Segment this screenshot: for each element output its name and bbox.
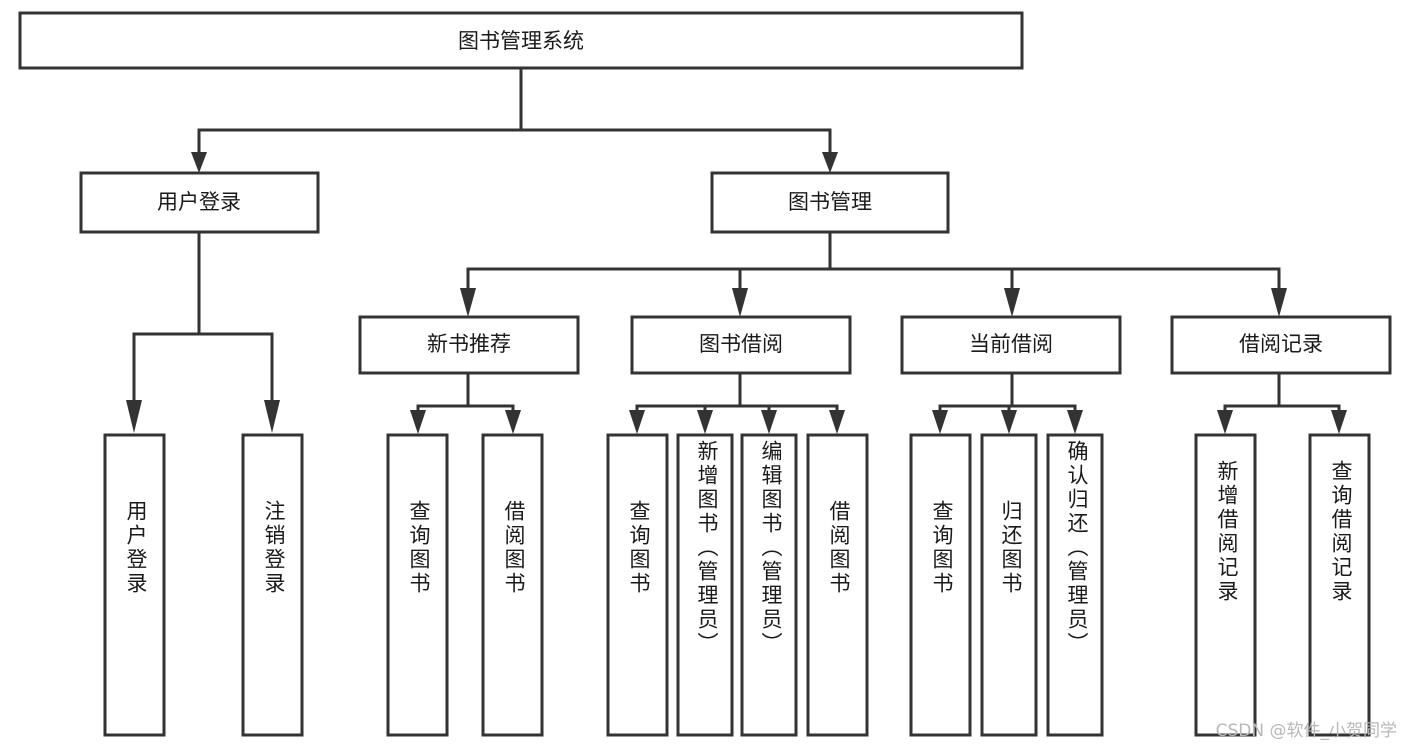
node-current-borrow-box[interactable] [900, 315, 1122, 375]
node-user-login-box[interactable] [79, 171, 320, 234]
leaf-return-book[interactable]: 归还图书 [980, 433, 1038, 737]
leaf-borrow-book-2[interactable]: 借阅图书 [806, 433, 869, 737]
node-root-label: 图书管理系统 [458, 29, 584, 53]
node-borrow-record[interactable]: 借阅记录 [1170, 315, 1392, 375]
arrowhead-leaf-edit-book [761, 410, 777, 434]
leaf-add-book-box[interactable] [676, 433, 734, 737]
leaf-edit-book-box[interactable] [740, 433, 798, 737]
arrowhead-leaf-add-record [1217, 410, 1233, 434]
arrowhead-borrow-record [1271, 288, 1287, 317]
node-root[interactable]: 图书管理系统 [18, 11, 1024, 70]
node-book-borrow-box[interactable] [630, 315, 852, 375]
leaf-query-book-3[interactable]: 查询图书 [909, 433, 972, 737]
leaf-return-book-label: 归还图书 [999, 500, 1023, 596]
node-new-book-recommend-label: 新书推荐 [427, 332, 511, 356]
node-current-borrow-label: 当前借阅 [969, 332, 1053, 356]
leaf-add-record[interactable]: 新增借阅记录 [1194, 433, 1257, 737]
arrowhead-book-borrow [732, 288, 748, 317]
arrowhead-current-borrow [1004, 288, 1020, 317]
node-book-borrow[interactable]: 图书借阅 [630, 315, 852, 375]
arrowhead-book-management [822, 152, 838, 173]
leaf-query-book-1-label: 查询图书 [407, 500, 431, 596]
leaf-borrow-book-2-label: 借阅图书 [827, 500, 851, 596]
node-book-borrow-label: 图书借阅 [699, 332, 783, 356]
leaf-logout[interactable]: 注销登录 [241, 433, 304, 737]
leaf-confirm-return-label: 确认归还（管理员） [1065, 440, 1089, 656]
leaf-edit-book[interactable]: 编辑图书（管理员） [740, 433, 798, 737]
leaf-return-book-box[interactable] [980, 433, 1038, 737]
arrowhead-leaf-borrow-book-2 [829, 410, 845, 434]
leaf-add-book[interactable]: 新增图书（管理员） [676, 433, 734, 737]
leaf-logout-label: 注销登录 [262, 500, 286, 596]
arrowhead-leaf-query-book-3 [932, 410, 948, 434]
connectors-group [126, 66, 1347, 434]
node-borrow-record-box[interactable] [1170, 315, 1392, 375]
node-book-management[interactable]: 图书管理 [710, 171, 950, 234]
leaf-add-book-label: 新增图书（管理员） [695, 440, 719, 656]
leaf-query-book-2-box[interactable] [606, 433, 669, 737]
arrowhead-leaf-return-book [1001, 410, 1017, 434]
arrowhead-leaf-query-book-1 [410, 410, 426, 434]
arrowhead-leaf-query-record [1331, 410, 1347, 434]
node-user-login-label: 用户登录 [157, 190, 241, 214]
node-new-book-recommend-box[interactable] [358, 315, 580, 375]
leaf-query-book-2[interactable]: 查询图书 [606, 433, 669, 737]
leaf-borrow-book-1-label: 借阅图书 [502, 500, 526, 596]
leaf-query-book-1[interactable]: 查询图书 [386, 433, 449, 737]
leaf-query-book-3-box[interactable] [909, 433, 972, 737]
leaf-add-record-label: 新增借阅记录 [1215, 460, 1239, 604]
leaf-borrow-book-2-box[interactable] [806, 433, 869, 737]
node-book-management-label: 图书管理 [788, 190, 872, 214]
leaf-query-record[interactable]: 查询借阅记录 [1308, 433, 1371, 737]
arrowhead-leaf-query-book-2 [629, 410, 645, 434]
arrowhead-leaf-add-book [697, 410, 713, 434]
arrowhead-leaf-user-login [126, 400, 142, 433]
node-book-management-box[interactable] [710, 171, 950, 234]
leaf-query-record-box[interactable] [1308, 433, 1371, 737]
leaf-query-record-label: 查询借阅记录 [1329, 460, 1353, 604]
node-current-borrow[interactable]: 当前借阅 [900, 315, 1122, 375]
leaf-add-record-box[interactable] [1194, 433, 1257, 737]
arrowhead-new-book-recommend [460, 288, 476, 317]
node-borrow-record-label: 借阅记录 [1239, 332, 1323, 356]
leaf-user-login-label: 用户登录 [124, 500, 148, 596]
leaf-user-login[interactable]: 用户登录 [103, 433, 166, 737]
node-user-login[interactable]: 用户登录 [79, 171, 320, 234]
node-root-box[interactable] [18, 11, 1024, 70]
leaf-query-book-1-box[interactable] [386, 433, 449, 737]
leaf-logout-box[interactable] [241, 433, 304, 737]
leaf-confirm-return[interactable]: 确认归还（管理员） [1046, 433, 1104, 737]
leaf-confirm-return-box[interactable] [1046, 433, 1104, 737]
arrowhead-user-login [191, 152, 207, 173]
leaf-borrow-book-1-box[interactable] [481, 433, 544, 737]
leaf-borrow-book-1[interactable]: 借阅图书 [481, 433, 544, 737]
arrowhead-leaf-logout [264, 400, 280, 433]
arrowhead-leaf-confirm-return [1067, 410, 1083, 434]
csdn-watermark: CSDN @软件_小贺同学 [1215, 721, 1397, 741]
leaf-edit-book-label: 编辑图书（管理员） [759, 440, 783, 656]
arrowhead-leaf-borrow-book-1 [505, 410, 521, 434]
leaf-user-login-box[interactable] [103, 433, 166, 737]
leaf-query-book-3-label: 查询图书 [930, 500, 954, 596]
leaf-query-book-2-label: 查询图书 [627, 500, 651, 596]
node-new-book-recommend[interactable]: 新书推荐 [358, 315, 580, 375]
